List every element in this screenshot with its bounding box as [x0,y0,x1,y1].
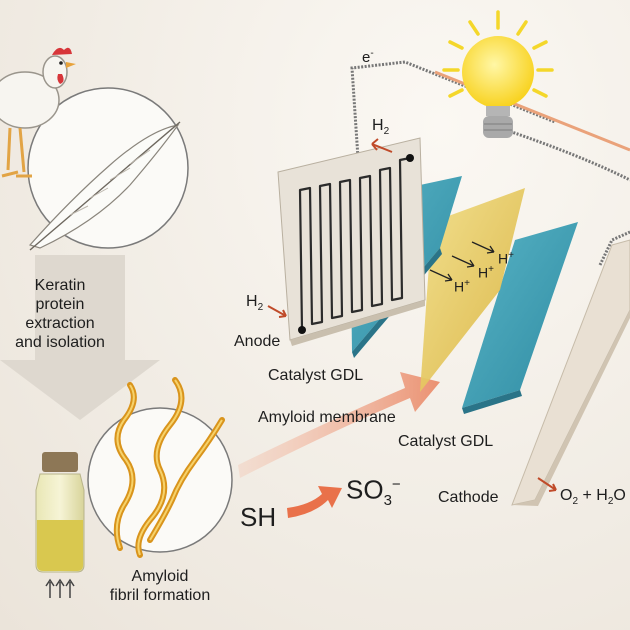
catalyst-gdl-left-label: Catalyst GDL [268,367,364,384]
fibril-highlight [115,379,223,556]
flow-arrow [238,372,440,478]
keratin-line-1: Keratin [34,277,86,294]
catalyst-gdl-right-label: Catalyst GDL [398,433,494,450]
proton-label-3: H+ [454,278,470,295]
wire-left [350,60,556,189]
amyloid-membrane-label: Amyloid membrane [258,409,396,426]
electron-label: e- [362,48,374,66]
keratin-line-4: and isolation [15,334,105,351]
proton-arrow-2 [451,255,475,268]
catalyst-gdl-right-plate [462,222,578,408]
h2-left-arrow [267,305,287,318]
h2-top-label: H2 [372,117,390,138]
proton-label-2: H+ [478,264,494,281]
h2-left-label: H2 [246,293,264,314]
amyloid-line-2: fibril formation [109,587,211,604]
so3-label: SO3− [346,474,401,509]
fibril-circle [87,407,233,553]
light-bulb-icon [442,10,554,138]
proton-arrow-1 [471,241,495,254]
amyloid-fibril-label: Amyloid fibril formation [90,567,230,605]
anode-label: Anode [234,333,281,350]
amyloid-membrane-plate [420,188,525,392]
proton-label-1: H+ [498,250,514,267]
amyloid-line-1: Amyloid [131,568,189,585]
bottle-icon [35,452,85,573]
process-arrow [0,255,160,420]
product-arrow [537,477,557,492]
keratin-line-3: extraction [25,315,95,332]
anode-channel [298,156,411,331]
proton-arrow-3 [429,269,453,282]
sh-label: SH [240,502,277,532]
feather-icon [28,121,181,251]
cathode-label: Cathode [438,489,499,506]
wire-right [499,126,630,182]
product-label: O2 + H2O [560,487,626,508]
heat-arrows-icon [45,578,75,598]
keratin-label: Keratin protein extraction and isolation [0,276,120,352]
keratin-line-2: protein [35,296,85,313]
chicken-icon [0,47,76,178]
h2-top-arrow [371,138,393,153]
sh-so3-arrow [287,486,342,518]
